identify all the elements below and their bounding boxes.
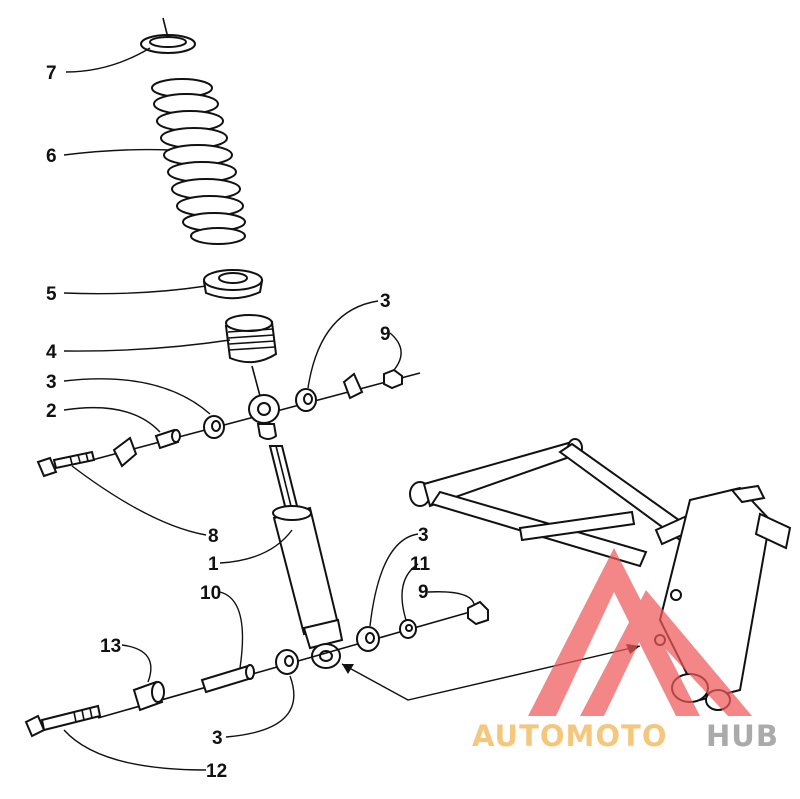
callout-3-left: 3 — [46, 372, 57, 393]
part-9-lower-nut — [467, 600, 489, 626]
watermark-brand-auto: AUTOMOTO — [472, 719, 667, 753]
part-9-upper-nut — [383, 368, 403, 390]
callout-10: 10 — [200, 583, 221, 604]
callout-9-top-right: 9 — [380, 324, 391, 345]
part-13-spacer — [132, 680, 165, 712]
a-arm-frame-assembly — [409, 438, 792, 711]
callout-3-top-right: 3 — [380, 291, 391, 312]
automotohub-watermark: AUTOMOTO HUB — [472, 548, 779, 753]
shock-upper-eye — [248, 394, 280, 440]
part-4-threaded-collar — [224, 314, 278, 364]
part-7-spring-seat — [140, 17, 196, 54]
callout-2: 2 — [46, 401, 57, 422]
part-10-lower-sleeve — [200, 664, 255, 694]
callout-3-mid-right: 3 — [418, 525, 429, 546]
part-6-coil-spring — [151, 78, 246, 245]
callout-5: 5 — [46, 284, 57, 305]
watermark-triangle-left — [528, 548, 700, 716]
part-2-upper-sleeve — [154, 428, 181, 450]
callout-6: 6 — [46, 146, 57, 167]
part-12-lower-bolt — [24, 704, 102, 738]
part-3-lower-left-bushing — [275, 649, 299, 675]
callout-numbers: 7 6 5 4 3 2 8 1 10 13 3 12 3 9 3 11 9 — [46, 63, 431, 782]
callout-1: 1 — [208, 554, 219, 575]
part-1-shock-absorber — [268, 445, 344, 650]
upper-cam-washer — [112, 436, 138, 468]
leader-lines — [63, 47, 475, 771]
watermark-brand-hub: HUB — [706, 719, 779, 753]
part-5-spring-retainer — [202, 269, 264, 300]
part-8-upper-bolt — [36, 450, 96, 478]
callout-4: 4 — [46, 342, 57, 363]
upper-axis-line — [251, 365, 261, 397]
watermark-triangle-right — [580, 590, 752, 716]
callout-9-mid-right: 9 — [418, 582, 429, 603]
callout-11: 11 — [410, 554, 431, 575]
part-11-washer — [399, 619, 417, 639]
callout-3-bottom: 3 — [212, 728, 223, 749]
upper-right-cam-washer — [342, 372, 364, 400]
part-3-lower-right-bushing — [356, 626, 380, 652]
part-3-upper-left-bushing — [203, 415, 225, 439]
callout-7: 7 — [46, 63, 57, 84]
callout-12: 12 — [206, 761, 227, 782]
shock-lower-eye — [311, 643, 341, 669]
part-3-upper-right-bushing — [295, 388, 317, 412]
callout-8: 8 — [208, 526, 219, 547]
callout-13: 13 — [100, 636, 121, 657]
